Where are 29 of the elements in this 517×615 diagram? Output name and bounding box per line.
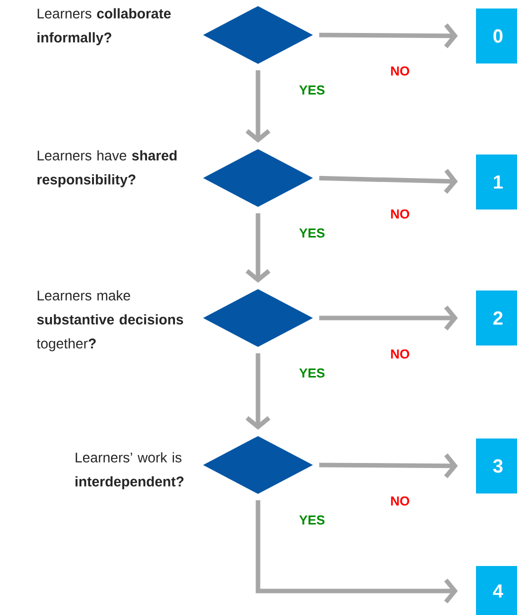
decision-diamond <box>203 6 313 64</box>
arrow <box>246 213 270 283</box>
arrow <box>256 500 458 604</box>
arrow <box>319 23 458 48</box>
arrow <box>246 70 270 143</box>
number-box: 0 <box>476 8 517 64</box>
number-box: 3 <box>476 438 517 494</box>
edge-label: YES <box>298 227 326 239</box>
arrow <box>246 353 270 430</box>
edge-label: YES <box>298 514 326 526</box>
arrow <box>319 453 458 478</box>
decision-diamond <box>203 149 313 207</box>
question-text: Learners collaborate informally? <box>38 8 171 46</box>
question-text: Learners’ work is interdependent? <box>76 452 184 490</box>
edge-label: NO <box>389 348 411 360</box>
edge-label: YES <box>298 84 326 96</box>
question-text: Learners have shared responsibility? <box>38 150 177 188</box>
arrow <box>319 168 458 194</box>
edge-label: NO <box>389 208 411 220</box>
number-box: 2 <box>476 290 517 346</box>
number-box: 4 <box>476 566 517 615</box>
edge-label: YES <box>298 367 326 379</box>
edge-label: NO <box>389 65 411 77</box>
decision-diamond <box>203 436 313 494</box>
number-box: 1 <box>476 154 517 210</box>
arrow <box>319 306 458 330</box>
decision-diamond <box>203 289 313 347</box>
edge-label: NO <box>389 495 411 507</box>
question-text: Learners make substantive decisions together? <box>36 290 184 352</box>
